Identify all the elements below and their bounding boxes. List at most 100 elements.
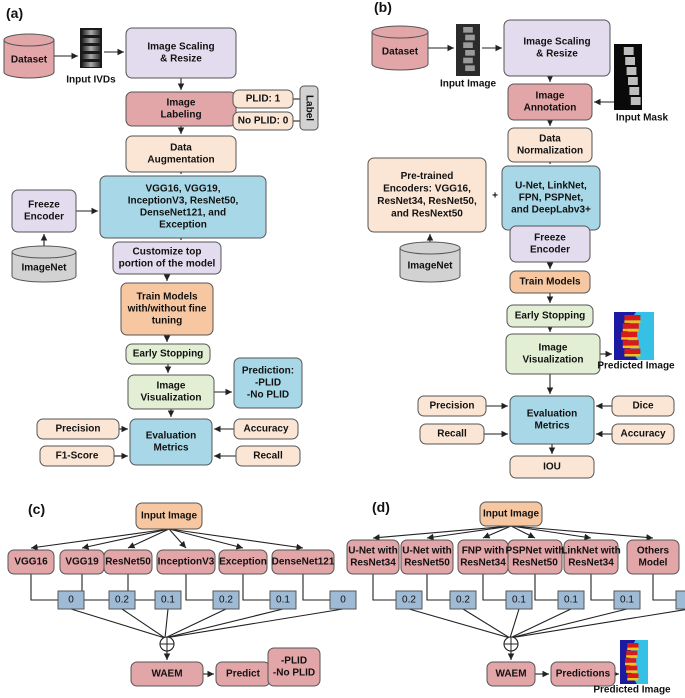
- c-weight-5: 0.1: [269, 590, 297, 610]
- a-f1-shape: [39, 445, 115, 467]
- c-weight-2-shape: [108, 590, 136, 610]
- a-noplid0-shape: [232, 111, 294, 131]
- d-predicted-image-graphic: [620, 640, 648, 684]
- a-plid1-label: PLID: 1: [246, 94, 281, 105]
- a-models-shape: [99, 175, 267, 239]
- a-models-label-3: DenseNet121, and: [140, 208, 226, 219]
- a-dataset-body: [3, 40, 55, 79]
- c-edge-weight-sum-6: [164, 608, 344, 639]
- c-weight-1-value: 0: [68, 595, 74, 606]
- c-weight-6-shape: [329, 590, 357, 610]
- d-edge-input-model-1: [372, 525, 512, 541]
- a-viz-shape: [127, 374, 215, 410]
- d-model-3-label-1: FNP with: [462, 546, 505, 557]
- d-predicted-image-graphic-disc: [627, 678, 639, 681]
- d-input-image-label: Input Image: [483, 509, 540, 520]
- c-input-image-shape: [135, 502, 203, 530]
- a-freeze-label-2: Encoder: [24, 212, 64, 223]
- a-early: Early Stopping: [125, 343, 211, 365]
- d-predictions: Predictions: [550, 661, 616, 687]
- c-weight-5-shape: [269, 590, 297, 610]
- b-dice-label: Dice: [632, 401, 654, 412]
- a-labeling-label-2: Labeling: [160, 110, 201, 121]
- d-predicted-image-graphic-vertebra: [626, 665, 638, 671]
- b-input-mask-label: Input Mask: [616, 113, 669, 124]
- c-model-2: VGG19: [59, 549, 105, 575]
- a-plid1: PLID: 1: [232, 89, 294, 109]
- b-normalization-label-2: Normalization: [517, 146, 583, 157]
- d-model-2-label-2: ResNet50: [404, 558, 450, 569]
- b-accuracy: Accuracy: [611, 423, 675, 445]
- c-waem-shape: [130, 661, 204, 687]
- a-f1-label: F1-Score: [56, 451, 99, 462]
- b-predicted-image-graphic-vertebra: [624, 315, 641, 321]
- c-weight-1: 0: [57, 590, 85, 610]
- a-prediction-shape: [233, 357, 303, 409]
- a-models-label-2: InceptionV3, ResNet50,: [128, 196, 239, 207]
- c-model-4: InceptionV3: [156, 549, 216, 575]
- d-edge-model-weight-5: [590, 574, 614, 601]
- b-predicted-image-graphic: [614, 312, 654, 360]
- panel-a-label: (a): [6, 5, 23, 21]
- c-input-image: Input Image: [135, 502, 203, 530]
- b-dice: Dice: [611, 395, 675, 417]
- b-encoders-label-1: Pre-trained: [401, 171, 454, 182]
- c-edge-input-model-5: [168, 528, 244, 550]
- d-model-5-shape: [563, 539, 619, 575]
- a-input-ivds-label: Input IVDs: [66, 75, 116, 86]
- a-input-ivds-image-slice: [82, 46, 100, 51]
- b-input-image-scan-vertebra: [465, 50, 475, 56]
- a-customize-label-2: portion of the model: [119, 259, 216, 270]
- b-predicted-image-graphic-vertebra: [622, 340, 639, 346]
- b-encoders-label-4: and ResNext50: [391, 208, 463, 219]
- d-model-3-label-2: ResNet34: [460, 558, 506, 569]
- b-train-label: Train Models: [519, 277, 581, 288]
- a-input-ivds-image-slice: [82, 30, 100, 35]
- a-accuracy: Accuracy: [233, 418, 299, 440]
- d-sum-node: [503, 636, 519, 652]
- b-eval-label-2: Metrics: [534, 421, 569, 432]
- a-recall-label: Recall: [253, 451, 283, 462]
- d-edge-model-weight-4: [534, 574, 558, 601]
- c-sum-node: [159, 636, 175, 652]
- b-input-mask-image: [614, 44, 642, 110]
- a-imagenet-label: ImageNet: [21, 263, 67, 274]
- a-scaling-shape: [125, 27, 237, 79]
- a-augmentation-shape: [125, 135, 237, 173]
- a-label-tag-text: Label: [303, 95, 314, 121]
- c-weight-3: 0.1: [154, 590, 182, 610]
- d-weight-5-value: 0.1: [620, 595, 634, 606]
- b-input-image-label: Input Image: [440, 79, 497, 90]
- c-edge-weight-sum-3: [164, 608, 169, 639]
- panel-c-label: (c): [28, 501, 45, 517]
- a-freeze-shape: [11, 189, 77, 233]
- b-scaling: Image Scaling& Resize: [503, 19, 611, 77]
- b-freeze-label-1: Freeze: [534, 233, 566, 244]
- d-predicted-image-graphic-vertebra: [626, 650, 638, 656]
- c-weight-3-shape: [154, 590, 182, 610]
- b-scaling-shape: [503, 19, 611, 77]
- b-input-image-scan-vertebra: [465, 65, 475, 71]
- b-normalization-shape: [507, 127, 593, 163]
- b-dataset: Dataset: [371, 25, 429, 71]
- a-prediction-label-2: -PLID: [255, 378, 281, 389]
- c-model-5-label: Exception: [219, 557, 267, 568]
- a-recall: Recall: [235, 445, 301, 467]
- c-output-label-2: -No PLID: [273, 668, 315, 679]
- d-edge-weight-sum-6: [509, 609, 685, 639]
- d-edge-weight-sum-5: [509, 608, 628, 639]
- b-train: Train Models: [509, 270, 591, 294]
- panel-d-label: (d): [372, 499, 390, 515]
- c-model-6-shape: [271, 549, 335, 575]
- b-imagenet-label: ImageNet: [407, 261, 453, 272]
- b-models-label-1: U-Net, LinkNet,: [515, 181, 587, 192]
- c-edge-input-model-1: [30, 528, 170, 551]
